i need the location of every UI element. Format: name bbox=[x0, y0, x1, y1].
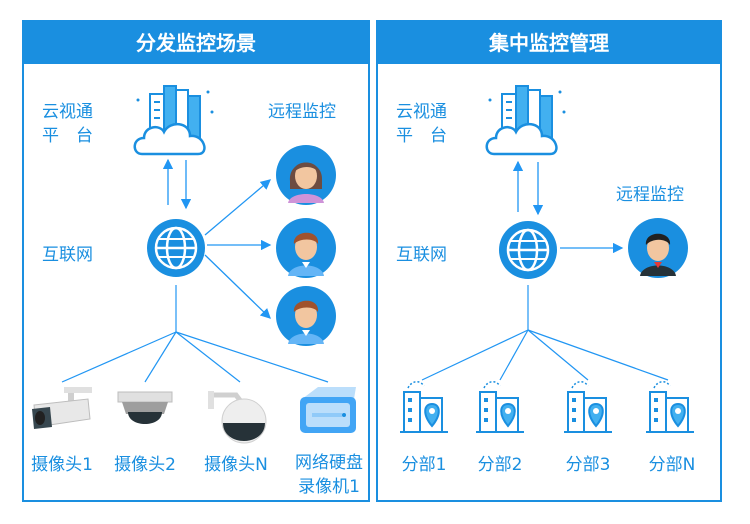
right-cloud-label-1: 云视通 bbox=[396, 102, 447, 122]
left-cloud-label-2: 平 台 bbox=[42, 126, 93, 146]
left-remote-arrow-1 bbox=[204, 179, 271, 236]
right-cloud-label-2: 平 台 bbox=[396, 126, 447, 146]
internet-globe-icon-right bbox=[499, 221, 557, 279]
ptz-camera-icon bbox=[208, 391, 267, 444]
branch-3-label: 分部3 bbox=[565, 455, 611, 475]
camera-1-label: 摄像头1 bbox=[31, 455, 93, 475]
male-user-icon-2 bbox=[276, 286, 336, 346]
nvr-recorder-icon bbox=[300, 387, 356, 433]
operator-user-icon bbox=[628, 218, 688, 278]
branch-2-label: 分部2 bbox=[477, 455, 523, 475]
branch-n-icon bbox=[646, 381, 694, 433]
bullet-camera-icon bbox=[32, 387, 92, 429]
branch-n-label: 分部N bbox=[648, 455, 696, 475]
cloud-server-icon-right bbox=[485, 85, 566, 156]
central-title: 集中监控管理 bbox=[378, 22, 720, 64]
internet-globe-icon bbox=[147, 219, 205, 277]
right-internet-label: 互联网 bbox=[396, 245, 447, 265]
left-cloud-label-1: 云视通 bbox=[42, 102, 93, 122]
left-internet-label: 互联网 bbox=[42, 245, 93, 265]
cloud-server-icon bbox=[133, 85, 214, 156]
camera-2-label: 摄像头2 bbox=[114, 455, 176, 475]
left-remote-label: 远程监控 bbox=[268, 102, 336, 122]
left-remote-arrow-3 bbox=[204, 254, 271, 319]
male-user-icon-1 bbox=[276, 218, 336, 278]
dome-camera-icon bbox=[117, 391, 173, 424]
right-remote-label: 远程监控 bbox=[616, 185, 684, 205]
distribution-title: 分发监控场景 bbox=[24, 22, 368, 64]
nvr-label-1: 网络硬盘 bbox=[295, 453, 363, 473]
nvr-label-2: 录像机1 bbox=[298, 477, 360, 497]
female-user-icon bbox=[276, 145, 336, 205]
branch-3-icon bbox=[564, 381, 612, 433]
branch-2-icon bbox=[476, 381, 524, 433]
branch-1-icon bbox=[400, 381, 448, 433]
branch-1-label: 分部1 bbox=[401, 455, 447, 475]
camera-n-label: 摄像头N bbox=[204, 455, 268, 475]
